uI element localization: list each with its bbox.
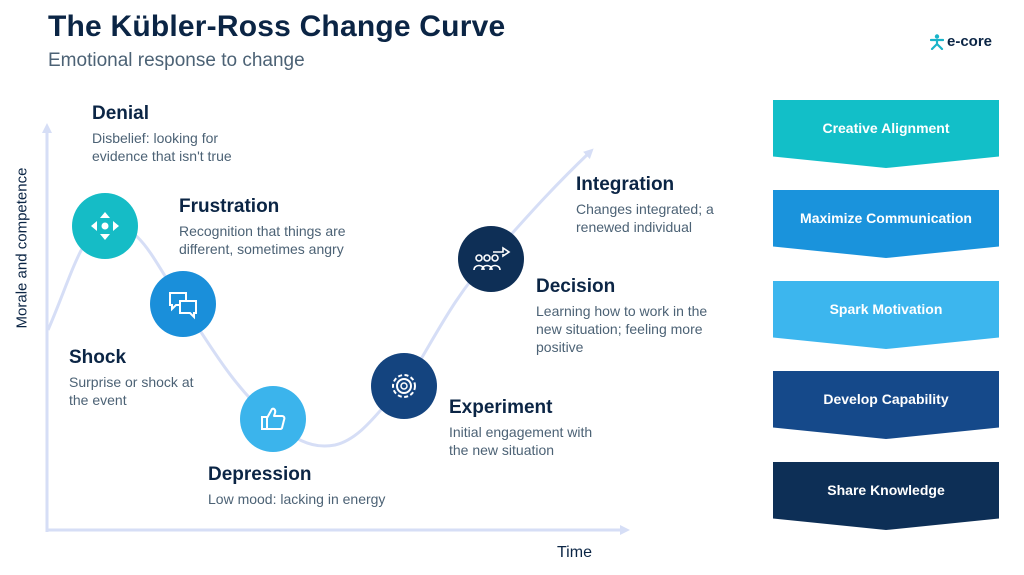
action-spark-motivation: Spark Motivation xyxy=(773,281,999,349)
shock-circle xyxy=(150,271,216,337)
stage-name: Shock xyxy=(69,347,127,368)
stage-name: Depression xyxy=(208,464,312,485)
person-mark-icon xyxy=(930,33,944,50)
stage-name: Experiment xyxy=(449,397,553,418)
action-label: Develop Capability xyxy=(823,391,949,407)
stage-name: Decision xyxy=(536,276,616,297)
stage-frustration: Frustration Recognition that things are … xyxy=(179,196,379,258)
y-axis-label: Morale and competence xyxy=(13,167,31,329)
stage-desc: Changes integrated; a renewed individual xyxy=(576,201,714,235)
stage-experiment: Experiment Initial engagement with the n… xyxy=(449,397,639,459)
page-title: The Kübler-Ross Change Curve xyxy=(48,10,506,43)
action-develop-capability: Develop Capability xyxy=(773,371,999,439)
stage-desc: Recognition that things are different, s… xyxy=(179,223,346,257)
gear-icon xyxy=(392,374,416,398)
stage-desc: Disbelief: looking for evidence that isn… xyxy=(92,130,232,164)
logo-text: e-core xyxy=(947,33,993,50)
action-creative-alignment: Creative Alignment xyxy=(773,100,999,168)
stage-depression: Depression Low mood: lacking in energy xyxy=(208,464,448,508)
page-subtitle: Emotional response to change xyxy=(48,50,305,71)
frustration-circle xyxy=(72,193,138,259)
action-share-knowledge: Share Knowledge xyxy=(773,462,999,530)
depression-circle xyxy=(240,386,306,452)
experiment-circle xyxy=(371,353,437,419)
e-core-logo: e-core xyxy=(930,33,992,50)
stage-name: Integration xyxy=(576,174,675,195)
stage-integration: Integration Changes integrated; a renewe… xyxy=(576,174,746,236)
action-label: Spark Motivation xyxy=(829,301,943,317)
stage-name: Denial xyxy=(92,103,150,124)
move-arrows-icon xyxy=(91,212,119,240)
chat-bubbles-icon xyxy=(169,292,197,320)
stage-desc: Surprise or shock at the event xyxy=(69,374,194,408)
action-label: Creative Alignment xyxy=(822,120,950,136)
stage-shock: Shock Surprise or shock at the event xyxy=(69,347,219,409)
stage-name: Frustration xyxy=(179,196,280,217)
stage-desc: Initial engagement with the new situatio… xyxy=(449,424,593,458)
team-arrow-icon xyxy=(473,246,511,271)
stage-desc: Low mood: lacking in energy xyxy=(208,491,386,507)
action-maximize-communication: Maximize Communication xyxy=(773,190,999,258)
action-label: Share Knowledge xyxy=(827,482,945,498)
decision-circle xyxy=(458,226,524,292)
x-axis-label: Time xyxy=(557,544,592,561)
stage-desc: Learning how to work in the new situatio… xyxy=(536,303,708,355)
thumbs-up-icon xyxy=(261,407,286,430)
stage-denial: Denial Disbelief: looking for evidence t… xyxy=(92,103,312,165)
action-label: Maximize Communication xyxy=(800,210,972,226)
stage-decision: Decision Learning how to work in the new… xyxy=(536,276,726,356)
